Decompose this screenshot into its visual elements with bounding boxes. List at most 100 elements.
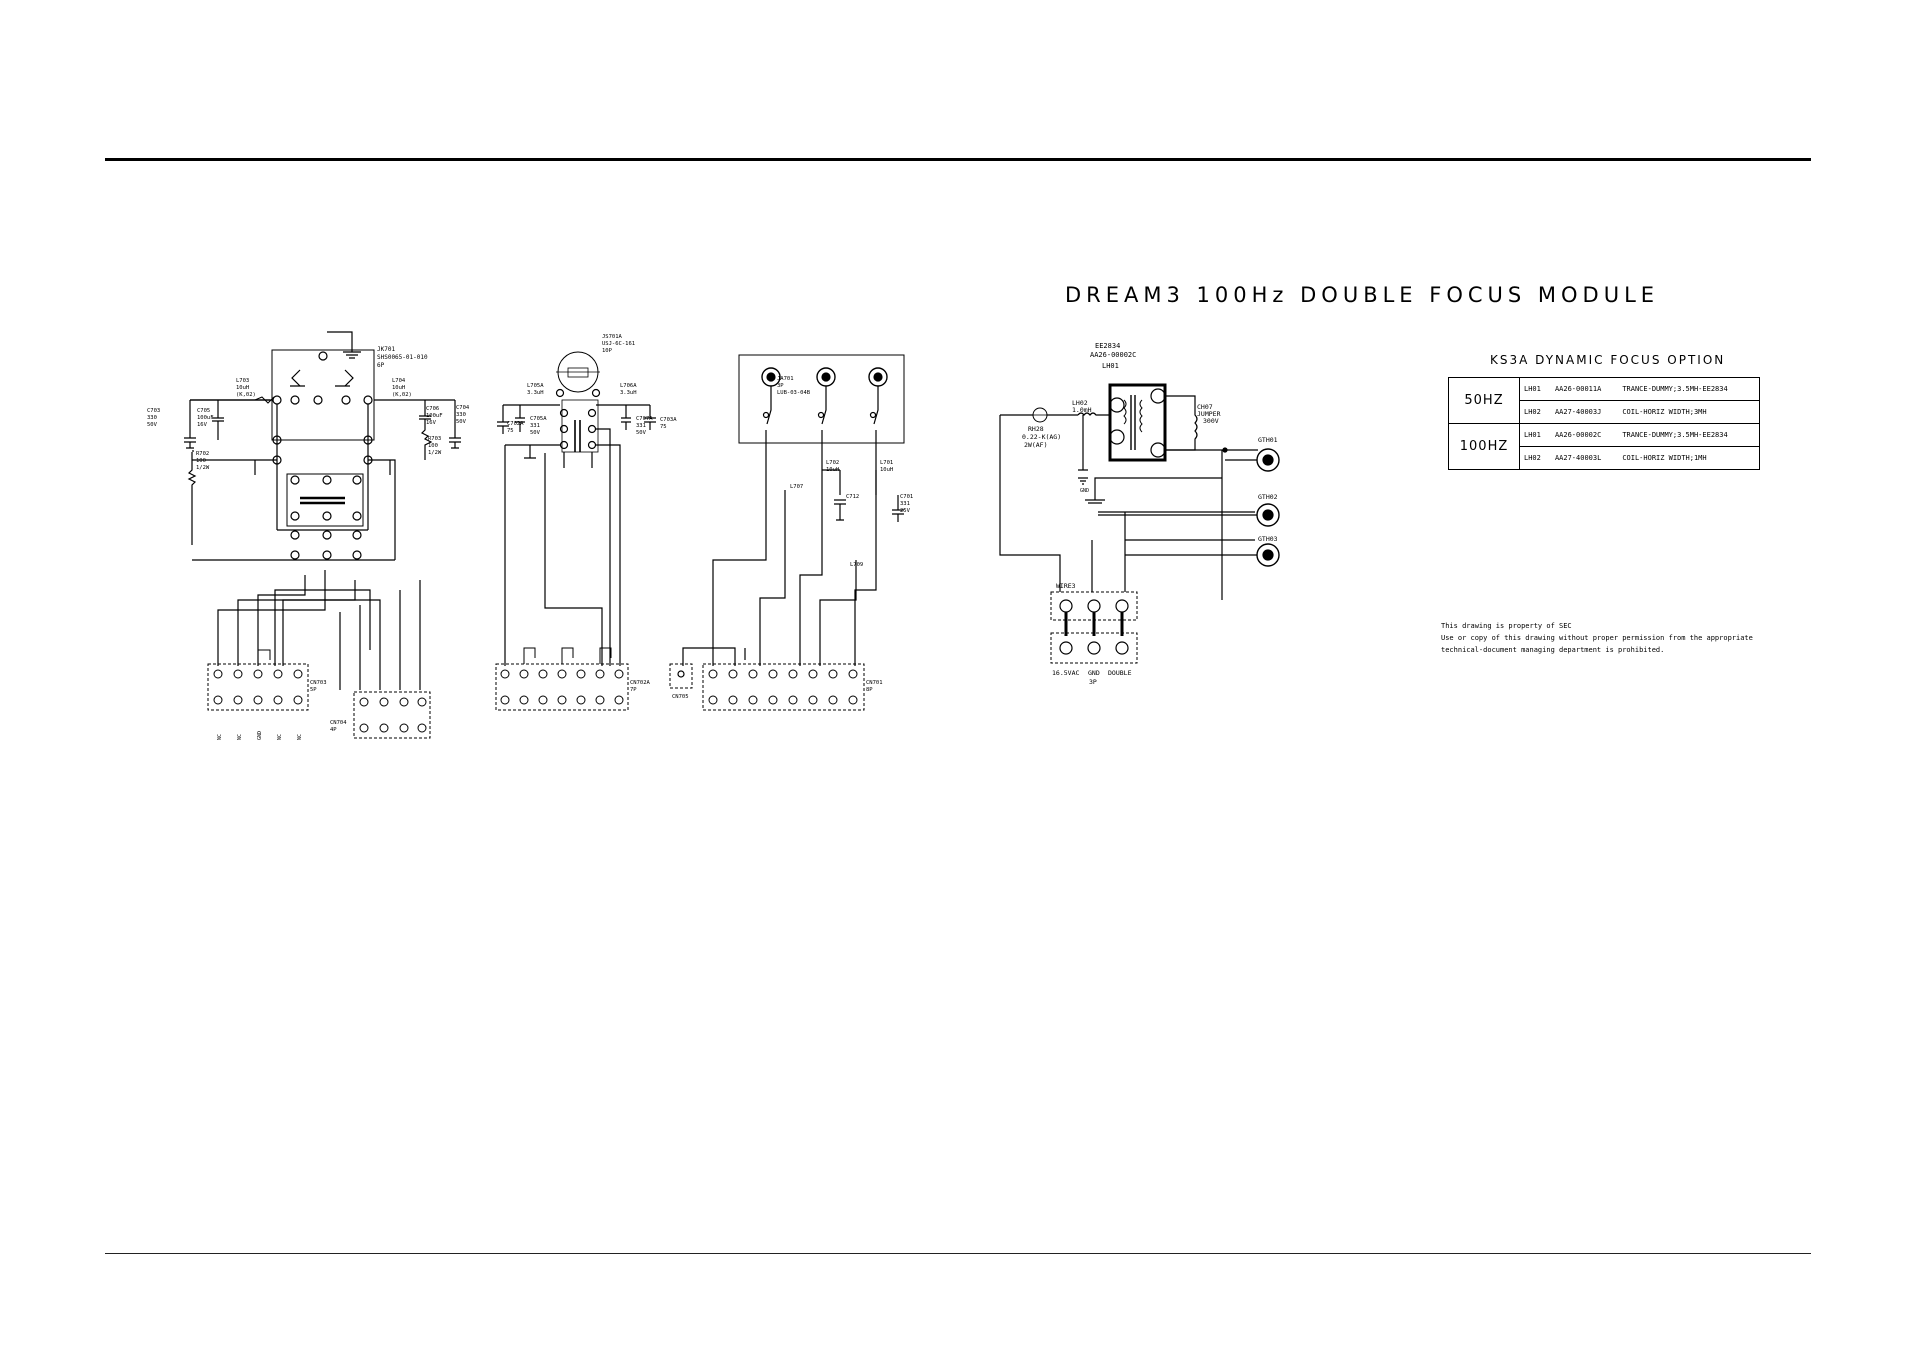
svg-text:3P: 3P xyxy=(777,383,784,389)
svg-text:10uH: 10uH xyxy=(826,467,839,473)
svg-text:C702A: C702A xyxy=(507,421,524,427)
ref-cell: LH01 xyxy=(1519,423,1551,447)
svg-text:330: 330 xyxy=(147,415,157,421)
svg-text:NC: NC xyxy=(277,734,283,740)
svg-text:50V: 50V xyxy=(530,430,541,436)
desc-cell: COIL-HORIZ WIDTH;1MH xyxy=(1618,446,1761,470)
svg-text:L705A: L705A xyxy=(527,383,544,389)
svg-text:3.3uH: 3.3uH xyxy=(527,390,544,396)
svg-text:L704: L704 xyxy=(392,378,406,384)
svg-text:C704: C704 xyxy=(456,405,470,411)
svg-text:GND: GND xyxy=(257,731,263,740)
part-cell: AA27-40003J xyxy=(1550,400,1619,424)
svg-text:JK701: JK701 xyxy=(377,346,395,353)
svg-text:331: 331 xyxy=(900,501,910,507)
notice-line: Use or copy of this drawing without prop… xyxy=(1441,634,1753,642)
top-rule xyxy=(105,158,1811,161)
svg-text:C705A: C705A xyxy=(530,416,547,422)
svg-text:6P: 6P xyxy=(377,362,385,369)
svg-text:GND: GND xyxy=(1080,488,1089,494)
svg-text:EE2834: EE2834 xyxy=(1095,342,1120,350)
svg-text:0.22-K(AG): 0.22-K(AG) xyxy=(1022,433,1061,441)
svg-text:L701: L701 xyxy=(880,460,893,466)
ref-cell: LH02 xyxy=(1519,400,1551,424)
svg-text:1.0mH: 1.0mH xyxy=(1072,406,1092,414)
svg-text:NC: NC xyxy=(297,734,303,740)
block-ja701: JA701 3P LUB-03-04B L702 10uH L707 L701 … xyxy=(669,354,913,711)
svg-text:3P: 3P xyxy=(1089,678,1097,686)
svg-text:L702: L702 xyxy=(826,460,839,466)
svg-text:NC: NC xyxy=(237,734,243,740)
svg-text:L709: L709 xyxy=(850,562,863,568)
svg-text:CN701: CN701 xyxy=(866,680,883,686)
svg-text:C706: C706 xyxy=(426,406,439,412)
svg-text:L703: L703 xyxy=(236,378,249,384)
svg-text:LUB-03-04B: LUB-03-04B xyxy=(777,390,811,396)
svg-text:(K,02): (K,02) xyxy=(392,392,412,398)
svg-text:AA26-00002C: AA26-00002C xyxy=(1090,351,1136,359)
block-double-focus: EE2834 AA26-00002C LH01 LH02 1.0mH RH28 … xyxy=(999,342,1280,686)
svg-text:C703A: C703A xyxy=(660,417,677,423)
desc-cell: COIL-HORIZ WIDTH;3MH xyxy=(1618,400,1761,424)
svg-text:C707A: C707A xyxy=(636,416,653,422)
svg-text:2W(AF): 2W(AF) xyxy=(1024,441,1047,449)
svg-text:10uH: 10uH xyxy=(392,385,405,391)
block-js701a: JS701A USJ-6C-161 10P L705A 3.3uH L706A … xyxy=(495,334,677,711)
svg-text:RH28: RH28 xyxy=(1028,425,1044,433)
svg-text:8P: 8P xyxy=(866,687,873,693)
table-row: LH02 AA27-40003J COIL-HORIZ WIDTH;3MH xyxy=(1449,400,1761,424)
svg-text:4P: 4P xyxy=(330,727,337,733)
svg-text:50V: 50V xyxy=(147,422,158,428)
svg-text:(K,02): (K,02) xyxy=(236,392,256,398)
svg-text:LH02: LH02 xyxy=(1072,399,1088,407)
ref-cell: LH01 xyxy=(1519,377,1551,401)
svg-text:DOUBLE: DOUBLE xyxy=(1108,669,1132,677)
bottom-rule xyxy=(105,1253,1811,1254)
svg-text:R703: R703 xyxy=(428,436,441,442)
svg-text:1/2W: 1/2W xyxy=(196,465,210,471)
svg-text:GTH03: GTH03 xyxy=(1258,535,1278,543)
svg-text:100: 100 xyxy=(428,443,438,449)
part-cell: AA26-00002C xyxy=(1550,423,1619,447)
svg-text:USJ-6C-161: USJ-6C-161 xyxy=(602,341,635,347)
svg-text:50V: 50V xyxy=(456,419,467,425)
option-table-title: KS3A DYNAMIC FOCUS OPTION xyxy=(1490,353,1726,367)
part-cell: AA26-00011A xyxy=(1550,377,1619,401)
svg-text:C703: C703 xyxy=(147,408,160,414)
svg-text:10P: 10P xyxy=(602,348,613,354)
svg-text:300V: 300V xyxy=(1203,417,1219,425)
svg-text:75: 75 xyxy=(507,428,514,434)
svg-text:CN703: CN703 xyxy=(310,680,327,686)
svg-text:5P: 5P xyxy=(310,687,317,693)
ref-cell: LH02 xyxy=(1519,446,1551,470)
svg-text:C701: C701 xyxy=(900,494,913,500)
property-notice: This drawing is property of SEC Use or c… xyxy=(1441,620,1753,656)
svg-text:25V: 25V xyxy=(900,508,911,514)
svg-text:WIRE3: WIRE3 xyxy=(1056,582,1076,590)
table-row: 50HZ LH01 AA26-00011A TRANCE-DUMMY;3.5MH… xyxy=(1448,377,1761,424)
svg-text:C712: C712 xyxy=(846,494,859,500)
svg-text:CN705: CN705 xyxy=(672,694,689,700)
svg-text:100uF: 100uF xyxy=(197,415,214,421)
svg-text:GTH01: GTH01 xyxy=(1258,436,1278,444)
freq-cell: 100HZ xyxy=(1448,423,1520,470)
notice-line: technical-document managing department i… xyxy=(1441,646,1665,654)
svg-text:1/2W: 1/2W xyxy=(428,450,442,456)
svg-text:50V: 50V xyxy=(636,430,647,436)
svg-text:R702: R702 xyxy=(196,451,209,457)
svg-text:SHS0065-01-010: SHS0065-01-010 xyxy=(377,354,428,361)
svg-text:16V: 16V xyxy=(426,420,437,426)
svg-text:L707: L707 xyxy=(790,484,803,490)
svg-text:CN704: CN704 xyxy=(330,720,347,726)
desc-cell: TRANCE-DUMMY;3.5MH-EE2834 xyxy=(1618,423,1761,447)
page-title: DREAM3 100Hz DOUBLE FOCUS MODULE xyxy=(1065,283,1660,307)
notice-line: This drawing is property of SEC xyxy=(1441,622,1572,630)
desc-cell: TRANCE-DUMMY;3.5MH-EE2834 xyxy=(1618,377,1761,401)
svg-text:GTH02: GTH02 xyxy=(1258,493,1278,501)
option-table: 50HZ LH01 AA26-00011A TRANCE-DUMMY;3.5MH… xyxy=(1448,377,1761,470)
table-row: LH02 AA27-40003L COIL-HORIZ WIDTH;1MH xyxy=(1449,446,1761,470)
svg-text:330: 330 xyxy=(456,412,466,418)
svg-text:331: 331 xyxy=(636,423,646,429)
svg-text:10uH: 10uH xyxy=(236,385,249,391)
